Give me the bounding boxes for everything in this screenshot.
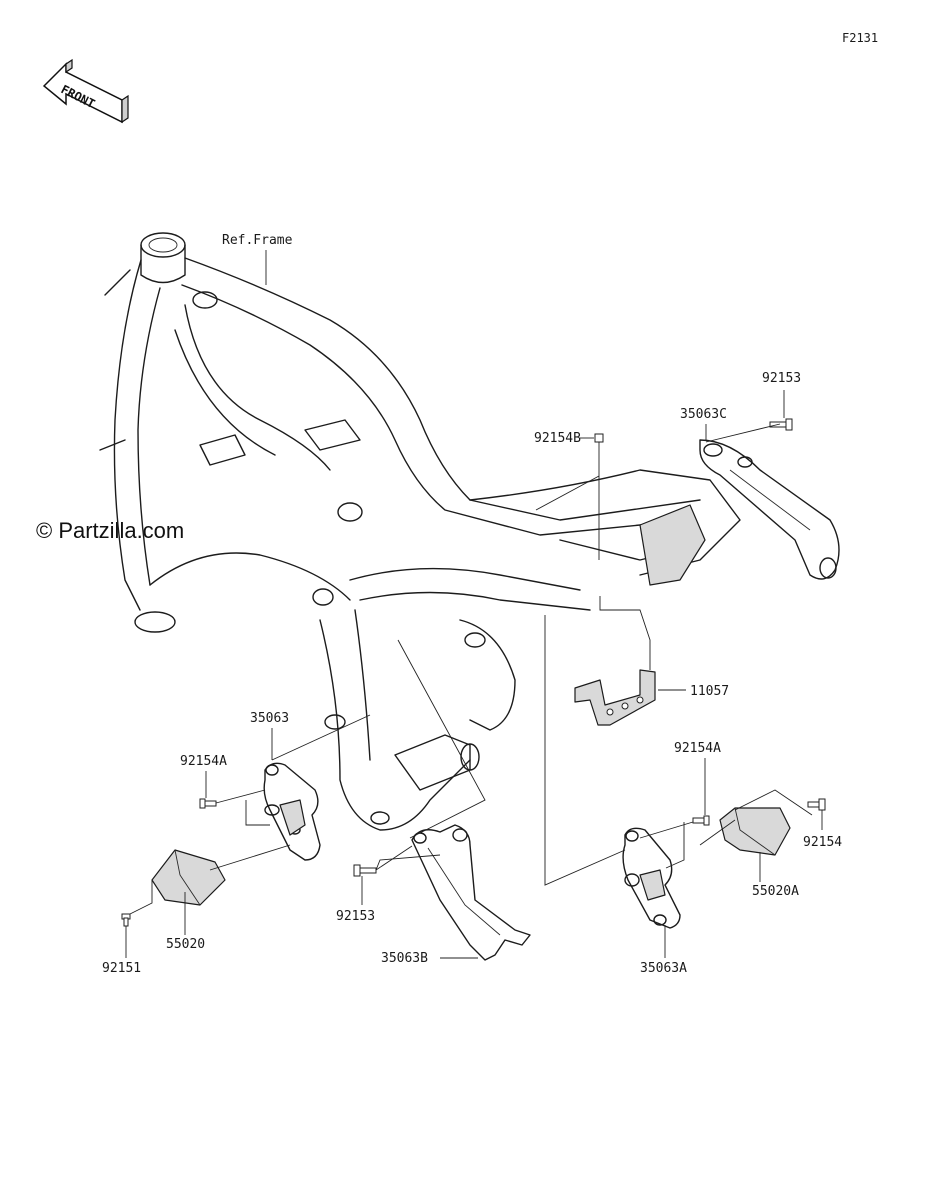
label-92154: 92154 bbox=[803, 835, 842, 850]
label-35063C: 35063C bbox=[680, 407, 727, 422]
label-92153-top: 92153 bbox=[762, 371, 801, 386]
diagram-code: F2131 bbox=[842, 31, 878, 45]
bolt-92154A-left-icon bbox=[199, 798, 217, 809]
label-35063B: 35063B bbox=[381, 951, 428, 966]
label-92153-bottom: 92153 bbox=[336, 909, 375, 924]
part-11057-bracket bbox=[574, 669, 656, 726]
part-35063-front-step-bracket bbox=[263, 762, 321, 861]
part-35063B-rear-step-bracket bbox=[411, 824, 531, 961]
part-35063A-front-step-bracket bbox=[622, 827, 681, 929]
bolt-92154B-icon bbox=[594, 433, 604, 443]
bolt-92153-bottom-icon bbox=[353, 864, 377, 877]
label-92154A-right: 92154A bbox=[674, 741, 721, 756]
label-92154A-left: 92154A bbox=[180, 754, 227, 769]
front-arrow-icon: FRONT bbox=[42, 58, 129, 124]
bolt-92154-icon bbox=[807, 798, 826, 811]
label-92151: 92151 bbox=[102, 961, 141, 976]
label-55020: 55020 bbox=[166, 937, 205, 952]
bolt-92153-top-icon bbox=[769, 418, 793, 431]
label-35063A: 35063A bbox=[640, 961, 687, 976]
part-35063C-rear-step-bracket bbox=[699, 439, 840, 580]
watermark: © Partzilla.com bbox=[36, 518, 184, 543]
label-92154B: 92154B bbox=[534, 431, 581, 446]
screw-92151-icon bbox=[121, 913, 131, 927]
label-55020A: 55020A bbox=[752, 884, 799, 899]
label-35063: 35063 bbox=[250, 711, 289, 726]
label-11057: 11057 bbox=[690, 684, 729, 699]
bolt-92154A-right-icon bbox=[692, 815, 710, 826]
motorcycle-frame bbox=[99, 232, 741, 831]
label-ref-frame: Ref.Frame bbox=[222, 233, 293, 248]
part-55020-heel-guard bbox=[151, 849, 226, 906]
part-55020A-heel-guard bbox=[719, 807, 791, 856]
